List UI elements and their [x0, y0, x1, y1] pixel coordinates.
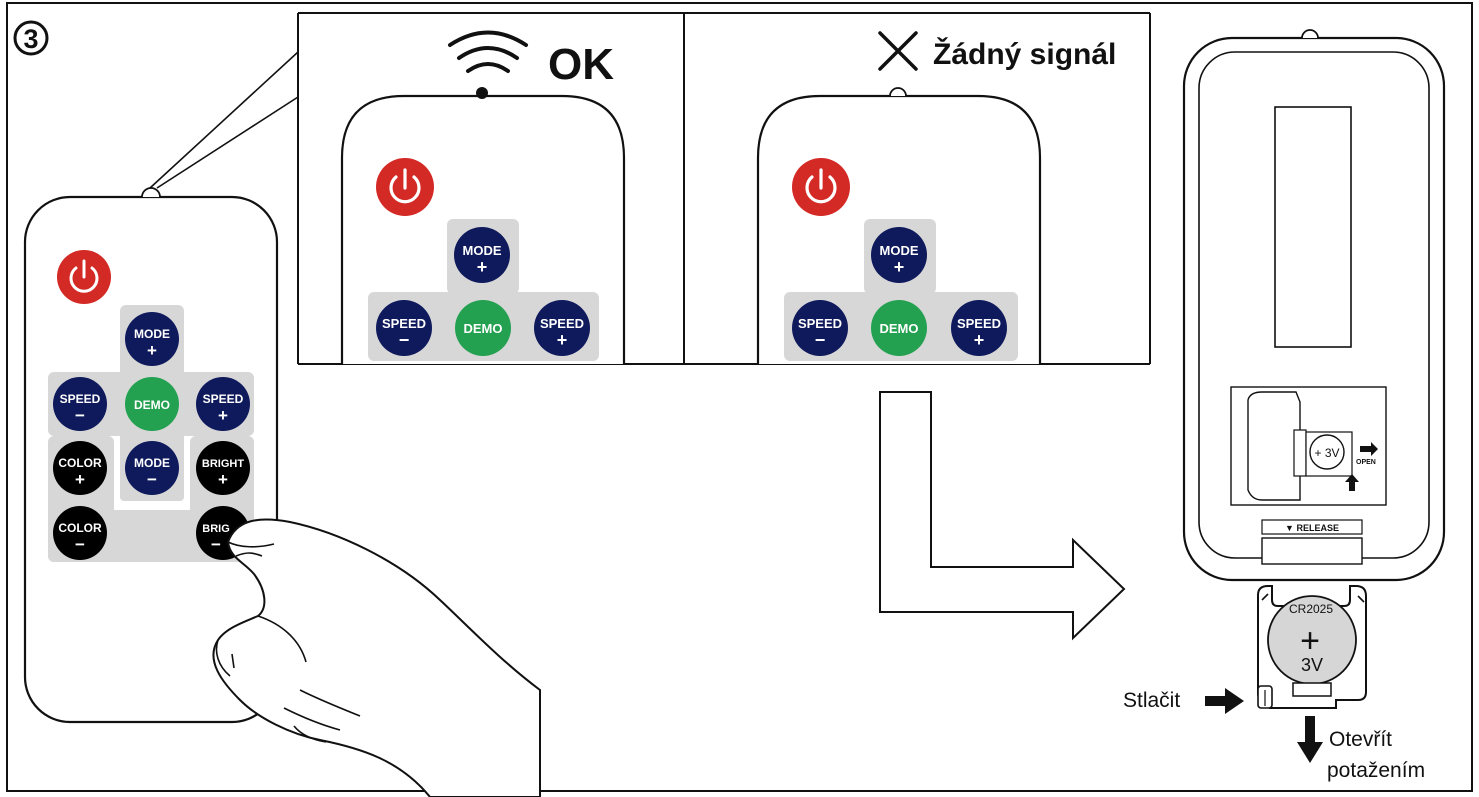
battery-polarity: +	[1300, 622, 1320, 660]
speed-plus-button[interactable]: SPEED +	[951, 300, 1007, 356]
svg-text:COLOR: COLOR	[58, 456, 102, 470]
no-signal-header: Žádný signál	[878, 31, 1116, 71]
svg-text:MODE: MODE	[880, 243, 919, 258]
pull-label-line1: Otevřít	[1329, 728, 1392, 751]
power-button[interactable]	[57, 250, 111, 304]
open-label: OPEN	[1356, 459, 1376, 466]
demo-button[interactable]: DEMO	[455, 300, 511, 356]
callout-line-bottom	[156, 96, 299, 189]
svg-text:SPEED: SPEED	[957, 316, 1001, 331]
ok-header: OK	[448, 30, 614, 89]
battery-tray: CR2025 + 3V	[1257, 585, 1367, 709]
ir-emitter-idle	[889, 87, 907, 97]
left-remote: MODE + SPEED − DEMO SPEED + COLOR + MODE…	[23, 187, 279, 724]
direction-arrow	[879, 391, 1126, 641]
ok-label: OK	[548, 40, 614, 89]
mode-plus-button[interactable]: MODE +	[125, 312, 179, 366]
svg-text:−: −	[815, 330, 826, 350]
svg-text:SPEED: SPEED	[540, 316, 584, 331]
speed-minus-button[interactable]: SPEED −	[376, 300, 432, 356]
speed-minus-button[interactable]: SPEED −	[53, 377, 107, 431]
svg-text:−: −	[211, 535, 221, 554]
zoom-remote-ok: MODE + SPEED − DEMO SPEED +	[340, 87, 626, 364]
release-label: ▼ RELEASE	[1285, 523, 1339, 533]
svg-text:DEMO: DEMO	[880, 321, 919, 336]
svg-text:MODE: MODE	[134, 456, 170, 470]
step-number: 3	[23, 24, 38, 54]
wifi-signal-icon	[448, 30, 528, 73]
svg-text:SPEED: SPEED	[798, 316, 842, 331]
svg-text:−: −	[75, 406, 85, 425]
svg-text:DEMO: DEMO	[464, 321, 503, 336]
cr2025-battery-icon: CR2025 + 3V	[1267, 595, 1357, 685]
svg-text:+: +	[147, 341, 157, 360]
battery-model: CR2025	[1289, 602, 1333, 616]
bright-plus-button[interactable]: BRIGHT +	[196, 441, 250, 495]
no-signal-label: Žádný signál	[933, 37, 1116, 71]
pull-arrow-icon	[1297, 716, 1323, 763]
zoom-panel	[297, 12, 1151, 365]
svg-text:COLOR: COLOR	[58, 521, 102, 535]
ir-emitter	[141, 187, 161, 198]
battery-voltage: 3V	[1301, 655, 1323, 675]
mode-plus-button[interactable]: MODE +	[871, 227, 927, 283]
zoom-remote-no-signal: MODE + SPEED − DEMO SPEED +	[756, 87, 1042, 364]
pull-instruction: Otevřít potažením	[1297, 716, 1425, 782]
small-battery-label: + 3V	[1314, 446, 1339, 460]
press-arrow-icon	[1205, 688, 1244, 714]
svg-text:DEMO: DEMO	[134, 398, 170, 412]
svg-text:+: +	[218, 470, 228, 489]
color-plus-button[interactable]: COLOR +	[53, 441, 107, 495]
svg-text:SPEED: SPEED	[60, 392, 101, 406]
svg-text:MODE: MODE	[463, 243, 502, 258]
svg-text:−: −	[147, 470, 157, 489]
svg-text:+: +	[894, 257, 905, 277]
pull-label-line2: potažením	[1327, 759, 1425, 782]
step-badge: 3	[13, 20, 49, 56]
power-button[interactable]	[792, 158, 850, 216]
speed-plus-button[interactable]: SPEED +	[196, 377, 250, 431]
svg-text:+: +	[75, 470, 85, 489]
press-instruction: Stlačit	[1123, 688, 1244, 714]
hand-illustration	[212, 518, 541, 797]
demo-button[interactable]: DEMO	[125, 377, 179, 431]
svg-text:SPEED: SPEED	[203, 392, 244, 406]
power-button[interactable]	[376, 158, 434, 216]
ir-emitter-active	[476, 87, 488, 99]
speed-minus-button[interactable]: SPEED −	[792, 300, 848, 356]
press-label: Stlačit	[1123, 689, 1180, 712]
svg-text:−: −	[75, 535, 85, 554]
speed-plus-button[interactable]: SPEED +	[534, 300, 590, 356]
label-area	[1274, 106, 1352, 348]
remote-back: + 3V OPEN ▼ RELEASE	[1182, 29, 1446, 582]
mode-plus-button[interactable]: MODE +	[454, 227, 510, 283]
demo-button[interactable]: DEMO	[871, 300, 927, 356]
x-mark-icon	[878, 31, 918, 71]
svg-text:SPEED: SPEED	[382, 316, 426, 331]
svg-text:−: −	[399, 330, 410, 350]
release-tab	[1261, 519, 1363, 535]
svg-text:BRIGHT: BRIGHT	[202, 458, 244, 470]
color-minus-button[interactable]: COLOR −	[53, 506, 107, 560]
svg-text:+: +	[974, 330, 985, 350]
svg-text:+: +	[477, 257, 488, 277]
svg-text:+: +	[218, 406, 228, 425]
callout-line-top	[149, 51, 299, 189]
frame-border	[6, 2, 1473, 792]
mode-minus-button[interactable]: MODE −	[125, 441, 179, 495]
svg-text:BRIG: BRIG	[202, 523, 230, 535]
svg-text:+: +	[557, 330, 568, 350]
svg-text:MODE: MODE	[134, 327, 170, 341]
